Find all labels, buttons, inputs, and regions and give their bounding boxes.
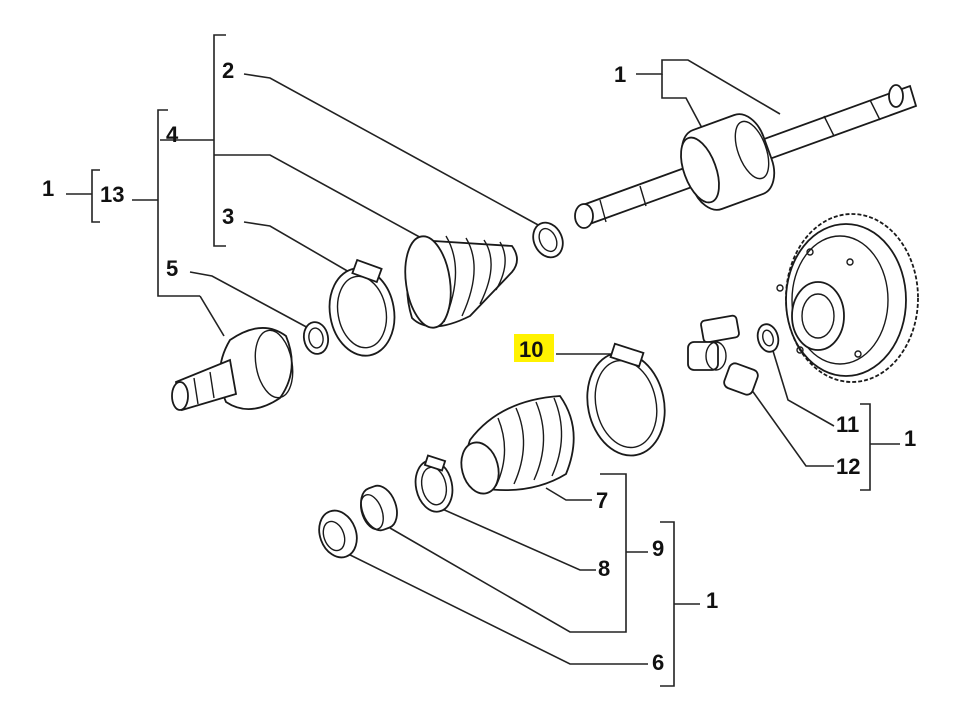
callout-labels: 2 4 3 5 13 1 1 10 11 12 1 7 8 9 1 6 — [42, 58, 916, 675]
callout-5: 5 — [166, 256, 178, 281]
callout-8: 8 — [598, 556, 610, 581]
drive-shaft — [574, 84, 918, 229]
inner-boot — [460, 395, 575, 495]
small-clamp-8 — [414, 454, 454, 513]
circlip-5 — [302, 321, 330, 355]
callout-1-top: 1 — [614, 62, 626, 87]
callout-7: 7 — [596, 488, 608, 513]
leader-lines — [66, 34, 900, 687]
callout-12: 12 — [836, 454, 860, 479]
callout-2: 2 — [222, 58, 234, 83]
outer-cv-joint — [171, 327, 294, 412]
callout-1-bottom: 1 — [706, 588, 718, 613]
callout-1-right: 1 — [904, 426, 916, 451]
callout-11: 11 — [836, 412, 859, 437]
callout-10: 10 — [519, 337, 543, 362]
band-clamp-3 — [328, 258, 396, 357]
differential-gear — [776, 213, 919, 383]
callout-13: 13 — [100, 182, 124, 207]
callout-3: 3 — [222, 204, 234, 229]
callout-9: 9 — [652, 536, 664, 561]
callout-4: 4 — [166, 122, 179, 147]
callout-1-left: 1 — [42, 176, 54, 201]
callout-6: 6 — [652, 650, 664, 675]
small-clamp-2 — [532, 221, 564, 259]
seal-ring — [360, 484, 398, 532]
callout-10-highlight — [514, 334, 554, 362]
outer-boot — [404, 235, 518, 329]
tripod-joint — [687, 314, 759, 396]
band-clamp-10 — [586, 342, 666, 457]
circlip-11 — [756, 323, 780, 353]
seal-6 — [318, 509, 358, 559]
